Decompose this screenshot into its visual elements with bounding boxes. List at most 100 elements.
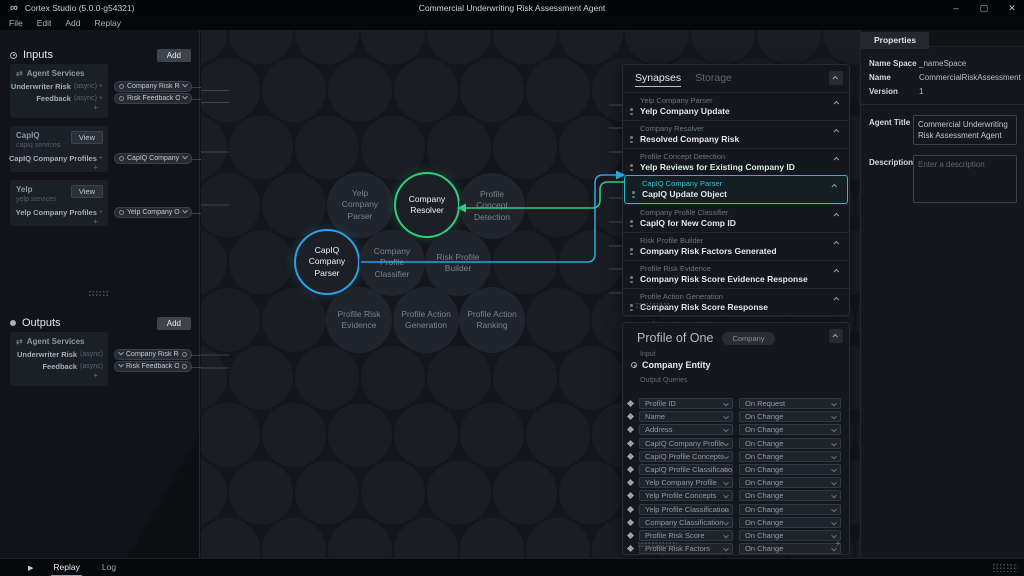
node-profile-concept-detection[interactable]: Profile Concept Detection [459, 173, 525, 239]
synapse-source-label: Profile Concept Detection [640, 152, 726, 161]
synapse-item-label: Resolved Company Risk [640, 134, 740, 144]
add-port-button[interactable]: + [93, 371, 98, 380]
schema-pill[interactable]: Company Risk Requ... [114, 80, 210, 92]
port-plus-icon[interactable]: + [98, 154, 103, 162]
query-field-select[interactable]: Yelp Company Profile [639, 477, 733, 489]
add-output-button[interactable]: Add [156, 316, 191, 330]
tab-replay[interactable]: Replay [51, 559, 82, 576]
schema-pill[interactable]: Yelp Company Obje... [114, 206, 210, 218]
company-badge: Company [722, 331, 775, 345]
node-company-resolver[interactable]: Company Resolver [394, 172, 460, 238]
query-trigger-select[interactable]: On Change [739, 543, 841, 555]
node-risk-profile-builder[interactable]: Risk Profile Builder [425, 230, 491, 296]
schema-pill[interactable]: Risk Feedback Obje... [114, 360, 210, 372]
query-trigger-select[interactable]: On Change [739, 529, 841, 541]
query-field-select[interactable]: Address [639, 424, 733, 436]
play-icon[interactable]: ▶ [28, 564, 34, 572]
query-trigger-select[interactable]: On Change [739, 477, 841, 489]
app-title: Cortex Studio (5.0.0-g54321) [24, 3, 135, 13]
namespace-value: _nameSpace [919, 59, 967, 68]
resize-grip[interactable] [992, 563, 1018, 572]
port-plus-icon[interactable]: + [98, 208, 103, 216]
query-field-select[interactable]: Profile Risk Factors [639, 543, 733, 555]
query-field-select[interactable]: Yelp Profile Classification [639, 503, 733, 515]
node-capiq-company-parser[interactable]: CapIQ Company Parser [294, 229, 360, 295]
add-input-button[interactable]: Add [156, 48, 191, 62]
query-field-select[interactable]: Profile Risk Score [639, 529, 733, 541]
diamond-port-icon [626, 492, 635, 500]
view-button[interactable]: View [70, 185, 103, 198]
query-trigger-select[interactable]: On Change [739, 424, 841, 436]
query-trigger-select[interactable]: On Change [739, 516, 841, 528]
query-field-select[interactable]: CapIQ Profile Classification [639, 464, 733, 476]
query-field-select[interactable]: Yelp Profile Concepts [639, 490, 733, 502]
agent-title-field[interactable]: Commercial Underwriting Risk Assessment … [913, 115, 1017, 145]
input-label: CapIQ Company Profiles [8, 153, 97, 163]
outputs-icon [10, 320, 16, 326]
sidebar-drag-handle[interactable] [88, 290, 110, 297]
query-trigger-select[interactable]: On Change [739, 503, 841, 515]
description-field[interactable] [913, 155, 1017, 203]
card-capiq: CapIQ capiq services View CapIQ Company … [8, 126, 210, 172]
node-profile-action-ranking[interactable]: Profile Action Ranking [459, 287, 525, 353]
add-query-button[interactable]: + [835, 539, 841, 550]
chevron-down-icon [831, 532, 837, 539]
query-field-select[interactable]: Company Classification [639, 516, 733, 528]
profile-panel-title: Profile of One [637, 331, 714, 345]
node-profile-risk-evidence[interactable]: Profile Risk Evidence [326, 287, 392, 353]
minimize-button[interactable]: – [953, 3, 959, 13]
node-yelp-company-parser[interactable]: Yelp Company Parser [327, 172, 393, 238]
schema-pill[interactable]: Risk Feedback Obje... [114, 92, 210, 104]
collapse-panel-button[interactable] [829, 71, 843, 85]
panel-drag-handle[interactable] [635, 302, 671, 308]
port-plus-icon[interactable]: + [98, 82, 103, 90]
query-trigger-select[interactable]: On Change [739, 437, 841, 449]
menu-add[interactable]: Add [65, 18, 81, 28]
query-trigger-select[interactable]: On Request [739, 398, 841, 410]
query-trigger-select[interactable]: On Change [739, 490, 841, 502]
query-trigger-select[interactable]: On Change [739, 464, 841, 476]
menu-replay[interactable]: Replay [94, 18, 121, 28]
close-button[interactable]: ✕ [1008, 2, 1016, 13]
collapse-panel-button[interactable] [829, 329, 843, 343]
add-port-button[interactable]: + [93, 103, 98, 112]
synapse-port-icon [630, 248, 633, 257]
menu-file[interactable]: File [9, 18, 23, 28]
tab-synapses[interactable]: Synapses [635, 72, 682, 87]
node-company-profile-classifier[interactable]: Company Profile Classifier [359, 230, 425, 296]
panel-drag-handle[interactable] [637, 541, 677, 548]
query-trigger-select[interactable]: On Change [739, 411, 841, 423]
menu-edit[interactable]: Edit [36, 18, 52, 28]
schema-pill[interactable]: Company Risk Resp... [114, 348, 210, 360]
add-port-button[interactable]: + [93, 163, 98, 172]
tab-properties[interactable]: Properties [861, 32, 930, 49]
query-trigger-select[interactable]: On Change [739, 450, 841, 462]
maximize-button[interactable]: ▢ [979, 2, 989, 13]
query-field-select[interactable]: Name [639, 411, 733, 423]
port-plus-icon[interactable]: + [98, 94, 103, 102]
view-button[interactable]: View [70, 131, 103, 144]
node-profile-action-generation[interactable]: Profile Action Generation [393, 287, 459, 353]
schema-pill[interactable]: CapIQ Company Ob... [114, 152, 210, 164]
add-port-button[interactable]: + [93, 217, 98, 226]
tab-storage[interactable]: Storage [695, 72, 732, 84]
query-field-select[interactable]: CapIQ Company Profile [639, 437, 733, 449]
synapse-item-label: Yelp Reviews for Existing Company ID [640, 162, 795, 172]
query-row-profile-id: Profile ID On Request [623, 397, 849, 410]
query-field-select[interactable]: CapIQ Profile Concepts [639, 450, 733, 462]
synapse-port-icon [630, 220, 633, 229]
card-yelp: Yelp yelp services View Yelp Company Pro… [10, 180, 210, 226]
output-row: Underwriter Risk (async) Company Risk Re… [10, 348, 210, 360]
synapse-port-icon [630, 164, 633, 173]
tab-log[interactable]: Log [101, 561, 117, 572]
query-field-select[interactable]: Profile ID [639, 398, 733, 410]
